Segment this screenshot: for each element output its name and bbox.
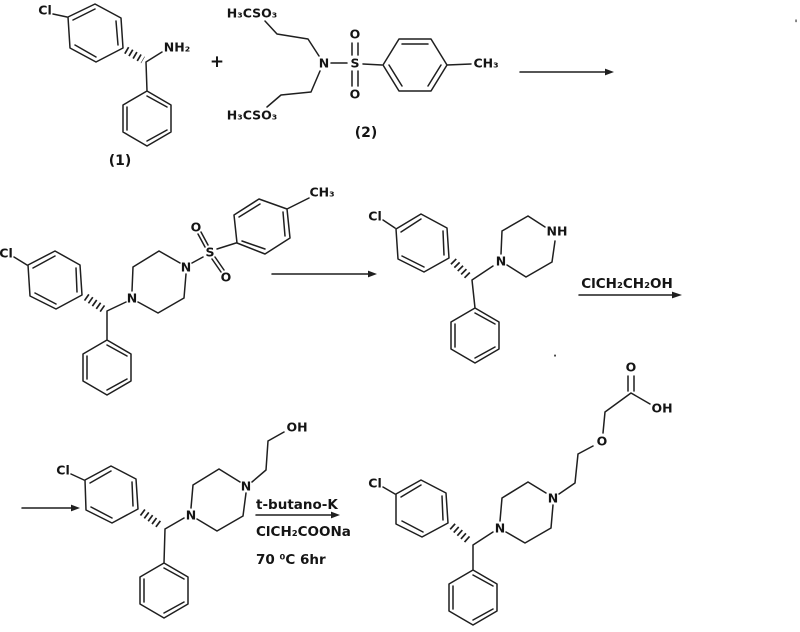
- c3-nitrogen-left-label: N: [127, 291, 137, 306]
- c4-nh-label: NH: [547, 224, 568, 239]
- c3-stereo-hash-bond: [83, 293, 106, 313]
- arrow-1-head: [605, 68, 614, 76]
- arrow-5-head: [331, 511, 340, 519]
- c2-skeleton: [264, 20, 472, 108]
- arrow-2-head: [368, 270, 377, 278]
- compound-1: Cl NH₂ (1): [38, 3, 190, 170]
- compound-4: Cl N NH: [368, 209, 567, 364]
- c3-sulfur-label: S: [205, 245, 214, 260]
- reaction-arrow-3: ClCH₂CH₂OH: [578, 276, 682, 299]
- c1-amine-label: NH₂: [164, 40, 190, 55]
- c2-nitrogen-label: N: [319, 56, 329, 71]
- arrow-3-head: [672, 291, 682, 299]
- c6-nitrogen-right-label: N: [548, 491, 558, 506]
- c4-stereo-hash-bond: [450, 258, 471, 279]
- compound-2: H₃CSO₃ H₃CSO₃ N S O O CH₃ (2): [227, 6, 499, 142]
- c2-compound-number: (2): [355, 125, 378, 141]
- c2-methyl-label: CH₃: [473, 56, 498, 71]
- c6-carbonyl-oxygen-label: O: [626, 360, 637, 375]
- c5-hydroxyl-label: OH: [286, 420, 307, 435]
- c5-stereo-hash-bond: [139, 508, 164, 530]
- c4-skeleton: [382, 213, 556, 364]
- c3-nitrogen-right-label: N: [181, 260, 191, 275]
- reaction-arrow-1: [519, 68, 614, 76]
- stray-mark-top-right: ': [794, 19, 797, 30]
- c6-stereo-hash-bond: [449, 523, 472, 544]
- c3-oxygen-bottom-label: O: [221, 270, 232, 285]
- c1-chlorine-label: Cl: [38, 3, 51, 18]
- c2-oxygen-bottom-label: O: [350, 87, 361, 102]
- c6-carboxyl-oh-label: OH: [651, 401, 672, 416]
- c5-nitrogen-left-label: N: [186, 508, 196, 523]
- compound-5: Cl N N OH: [56, 420, 308, 619]
- c6-skeleton: [382, 375, 651, 626]
- compound-6: Cl N N O O OH: [368, 360, 673, 626]
- step-2-reagent-label: ClCH₂CH₂OH: [581, 276, 673, 292]
- c2-oxygen-top-label: O: [350, 27, 361, 42]
- c5-skeleton: [70, 431, 285, 619]
- step-3-reagent-1-label: t-butano-K: [256, 497, 338, 513]
- c5-chlorine-label: Cl: [56, 463, 69, 478]
- reaction-arrow-2: [271, 270, 377, 278]
- step-3-reagent-2-label: ClCH₂COONa: [256, 524, 351, 540]
- arrow-4-head: [71, 504, 80, 512]
- c2-mesylate-top-label: H₃CSO₃: [227, 6, 277, 21]
- reaction-arrow-5: t-butano-K ClCH₂COONa 70 ⁰C 6hr: [255, 497, 351, 568]
- c3-skeleton: [13, 197, 310, 396]
- c6-nitrogen-left-label: N: [495, 521, 505, 536]
- c1-compound-number: (1): [109, 153, 132, 169]
- c2-sulfur-label: S: [350, 56, 359, 71]
- step-3-conditions-label: 70 ⁰C 6hr: [256, 552, 326, 568]
- c4-nitrogen-label: N: [496, 254, 506, 269]
- c5-nitrogen-right-label: N: [241, 479, 251, 494]
- c6-chlorine-label: Cl: [368, 476, 381, 491]
- c3-methyl-label: CH₃: [309, 185, 334, 200]
- c2-mesylate-bottom-label: H₃CSO₃: [227, 108, 277, 123]
- c6-ether-oxygen-label: O: [597, 434, 608, 449]
- c3-oxygen-top-label: O: [191, 220, 202, 235]
- compound-3: Cl N N S O O CH₃: [0, 185, 335, 396]
- c1-stereo-hash-bond: [124, 46, 145, 64]
- stray-mark-center: .: [553, 349, 557, 360]
- c3-chlorine-label: Cl: [0, 246, 13, 261]
- c4-chlorine-label: Cl: [368, 209, 381, 224]
- plus-sign: +: [210, 52, 224, 72]
- c1-skeleton: [52, 3, 172, 147]
- reaction-arrow-4: [21, 504, 80, 512]
